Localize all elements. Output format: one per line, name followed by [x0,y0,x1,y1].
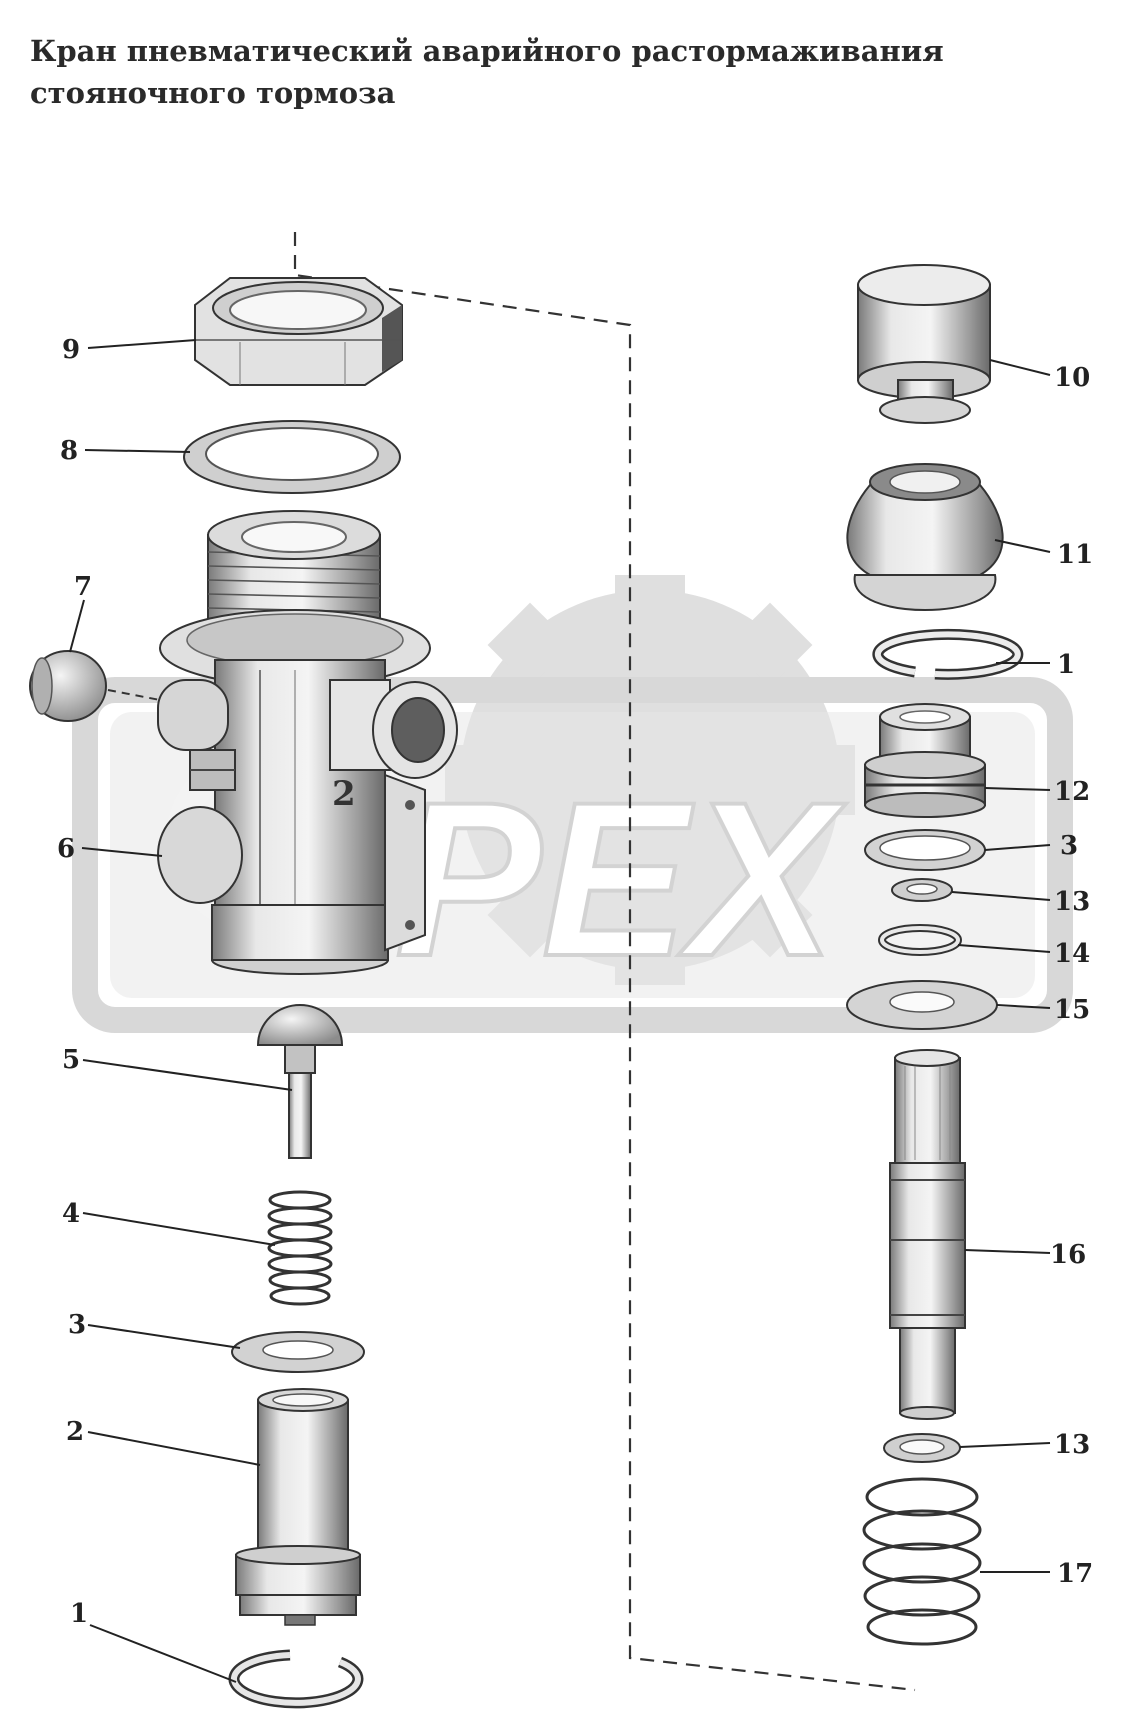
part-9-hex-nut [194,277,403,386]
callout-2: 2 [66,1417,84,1447]
callout-14: 14 [1054,939,1090,969]
callout-4: 4 [62,1199,80,1229]
callout-labels: 9 8 7 6 5 4 3 2 1 10 11 1 12 3 13 14 15 … [57,335,1093,1629]
callout-5: 5 [62,1045,80,1075]
part-13-washer-upper [891,878,953,902]
title-line-2: стояночного тормоза [30,76,396,110]
callout-13-upper: 13 [1054,887,1090,917]
watermark-text: PEX [395,756,846,1002]
body-marking: 2 [332,774,356,814]
part-16-stem [889,1049,966,1420]
callout-3: 3 [68,1310,86,1340]
part-4-spring [267,1190,333,1306]
callout-1: 1 [70,1599,88,1629]
part-1-retaining-ring [228,1649,364,1709]
callout-1-right: 1 [1057,650,1075,680]
part-12-piston [864,703,986,818]
callout-12: 12 [1054,777,1090,807]
callout-9: 9 [62,335,80,365]
part-17-spring [862,1477,982,1646]
part-1-retaining-ring-right [872,628,1024,680]
part-8-washer [183,420,401,494]
callout-3-right: 3 [1060,831,1078,861]
leader-lines [69,339,1051,1683]
part-2-sleeve [235,1388,361,1626]
diagram-title: Кран пневматический аварийного растормаж… [30,30,1090,114]
part-14-lock-washer [878,924,962,956]
part-15-washer [846,980,998,1030]
watermark-frame [72,677,1073,1033]
callout-8: 8 [60,436,78,466]
part-3-washer [231,1331,365,1373]
part-10-button-cap [857,264,991,424]
callout-16: 16 [1050,1240,1086,1270]
callout-15: 15 [1054,995,1090,1025]
part-11-boot [846,463,1004,612]
part-3-washer-right [864,829,986,871]
part-13-washer-lower [883,1433,961,1463]
callout-13-lower: 13 [1054,1430,1090,1460]
title-line-1: Кран пневматический аварийного растормаж… [30,34,944,68]
part-6-valve-body: 2 [157,510,458,975]
callout-11: 11 [1057,540,1093,570]
part-7-cap [29,650,161,722]
assembly-dashed-line [293,232,916,1692]
callout-6: 6 [57,834,75,864]
part-5-valve [256,1004,344,1159]
callout-10: 10 [1054,363,1090,393]
callout-7: 7 [74,572,92,602]
callout-17: 17 [1057,1559,1093,1589]
